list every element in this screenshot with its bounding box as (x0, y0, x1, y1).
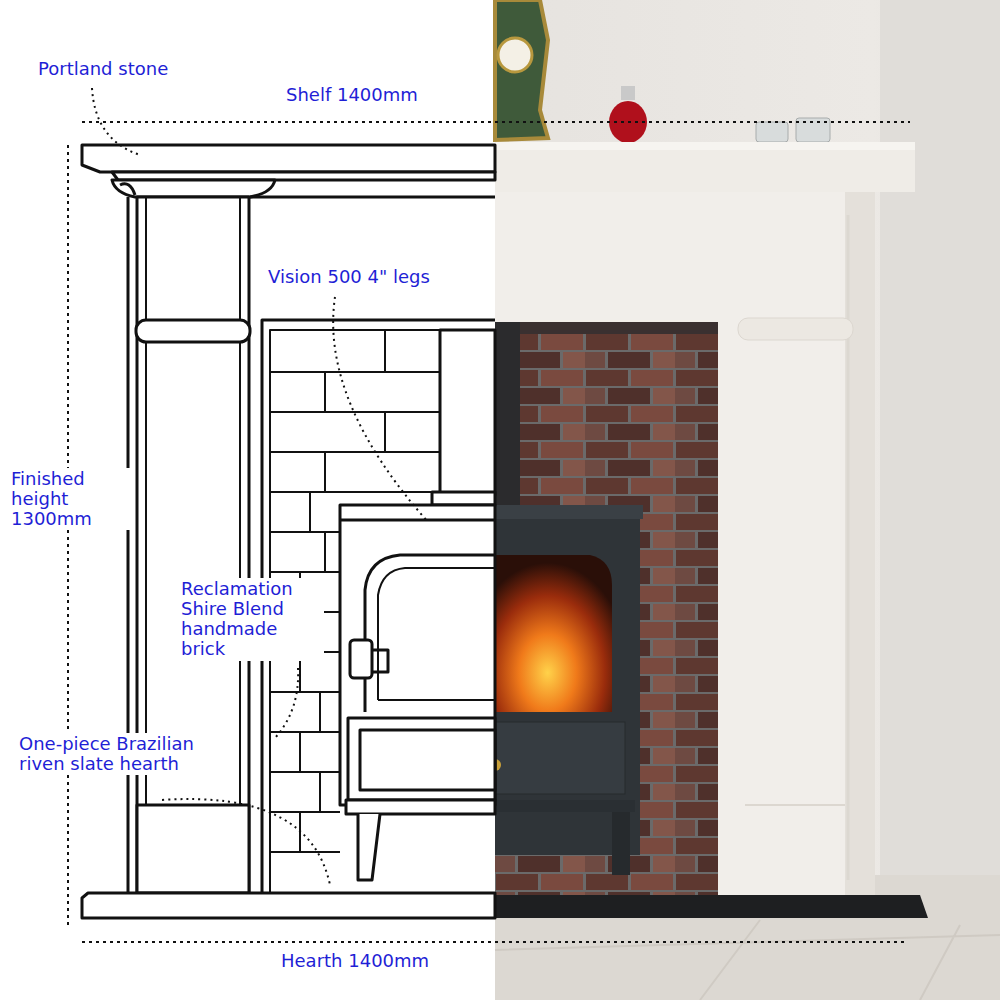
material-label: Portland stone (35, 58, 171, 80)
pillar-ring (136, 320, 250, 342)
pillar-fluting (146, 197, 240, 805)
mantel-shelf (495, 142, 915, 192)
stove-body (340, 505, 495, 805)
stove-base (495, 800, 635, 812)
leader-line (162, 799, 330, 885)
flue-pipe (440, 330, 495, 495)
glass-votive (756, 122, 788, 142)
mantel-leg-side (845, 192, 875, 895)
slate-hearth (495, 895, 928, 918)
pillar (137, 197, 249, 893)
stove-window (378, 568, 495, 700)
dimension-label: Finished height 1300mm (8, 468, 132, 530)
stove-label: Vision 500 4" legs (265, 266, 433, 288)
line-drawing (82, 145, 495, 918)
leg-plinth-line (745, 804, 845, 806)
dimension-label: Hearth 1400mm (278, 950, 432, 972)
pillar-plinth (137, 805, 249, 893)
stove-top-line (340, 519, 495, 522)
clock-face (498, 38, 532, 72)
stove-leg (612, 812, 630, 875)
leader-line (333, 297, 428, 522)
stove-body (495, 505, 640, 855)
flue-collar (432, 492, 495, 505)
stove-handle (372, 650, 388, 672)
wall-corner (880, 0, 1000, 880)
stove-ashpan (348, 718, 495, 800)
capital (112, 180, 275, 197)
ashpan-panel (360, 730, 495, 790)
hearth-dimension-line (82, 941, 905, 943)
shelf-outline (82, 145, 495, 172)
height-dimension-line (67, 145, 69, 928)
stove-door (365, 555, 495, 712)
stove-leg (358, 814, 380, 880)
mantel-leg (718, 192, 860, 895)
stove-top (495, 505, 643, 519)
leg-ring (738, 318, 853, 340)
mantel-top (495, 142, 915, 150)
stove-fire-window (495, 555, 612, 712)
leader-line (92, 88, 140, 155)
stove-base (346, 800, 495, 814)
floor-tile-joints (495, 920, 1000, 1000)
dimension-lines (68, 122, 910, 942)
shelf-dimension-line (82, 121, 910, 123)
material-label: Reclamation Shire Blend handmade brick (178, 578, 324, 661)
opening-shadow (495, 322, 718, 334)
material-label: One-piece Brazilian riven slate hearth (16, 733, 197, 775)
hearth-slab (82, 893, 495, 918)
brick-chamber (495, 322, 718, 895)
stove-hinge (350, 640, 372, 678)
stove-ashpan (495, 722, 625, 794)
bottle-neck (621, 86, 635, 100)
leader-line (275, 668, 298, 738)
photo-half (489, 0, 1000, 1000)
capital-curl (120, 184, 135, 195)
frieze-line (250, 196, 495, 199)
leg-moulding (847, 215, 850, 880)
clock (495, 0, 548, 140)
dimension-label: Shelf 1400mm (283, 84, 421, 106)
flue-pipe (495, 322, 520, 512)
leg-outer (127, 197, 130, 893)
